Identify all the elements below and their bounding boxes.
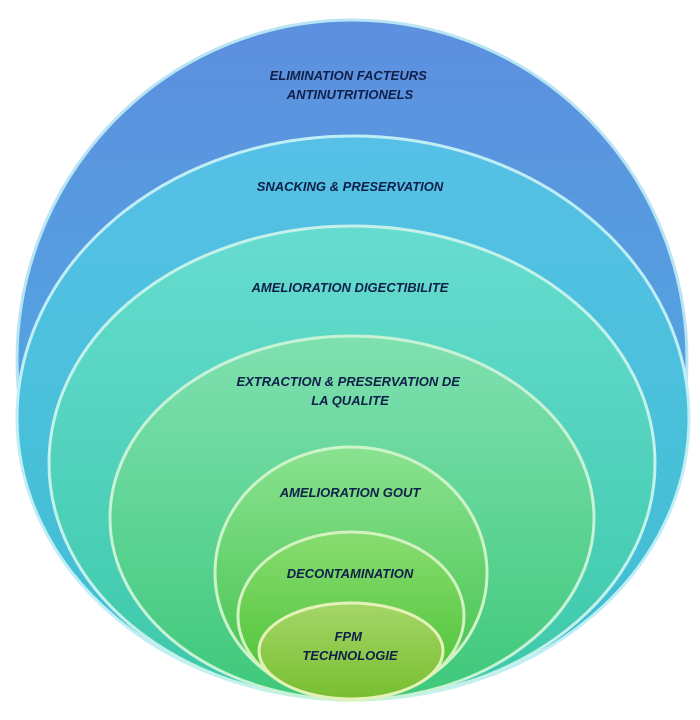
layer-elimination-facteurs-line-2: ANTINUTRITIONELS: [286, 87, 414, 102]
layer-amelioration-digectibilite-label: AMELIORATION DIGECTIBILITE: [251, 280, 449, 295]
layer-extraction-preservation-line-2: LA QUALITE: [311, 393, 389, 408]
layer-amelioration-gout-label: AMELIORATION GOUT: [279, 485, 422, 500]
layer-amelioration-digectibilite-line-1: AMELIORATION DIGECTIBILITE: [251, 280, 449, 295]
layer-extraction-preservation-label: EXTRACTION & PRESERVATION DE LA QUALITE: [236, 374, 463, 408]
layer-fpm-technologie-label: FPM TECHNOLOGIE: [302, 629, 398, 663]
layer-fpm-technologie-ellipse: [257, 601, 445, 701]
layer-snacking-preservation-line-1: SNACKING & PRESERVATION: [257, 179, 444, 194]
layer-fpm-technologie: FPM TECHNOLOGIE: [257, 601, 445, 701]
layer-fpm-technologie-line-2: TECHNOLOGIE: [302, 648, 398, 663]
layer-amelioration-gout-line-1: AMELIORATION GOUT: [279, 485, 422, 500]
layer-extraction-preservation-line-1: EXTRACTION & PRESERVATION DE: [236, 374, 460, 389]
layer-snacking-preservation-label: SNACKING & PRESERVATION: [257, 179, 444, 194]
layer-fpm-technologie-line-1: FPM: [334, 629, 363, 644]
layer-decontamination-label: DECONTAMINATION: [287, 566, 414, 581]
layer-elimination-facteurs-line-1: ELIMINATION FACTEURS: [270, 68, 428, 83]
layer-decontamination-line-1: DECONTAMINATION: [287, 566, 414, 581]
layer-elimination-facteurs-label: ELIMINATION FACTEURS ANTINUTRITIONELS: [270, 68, 431, 102]
